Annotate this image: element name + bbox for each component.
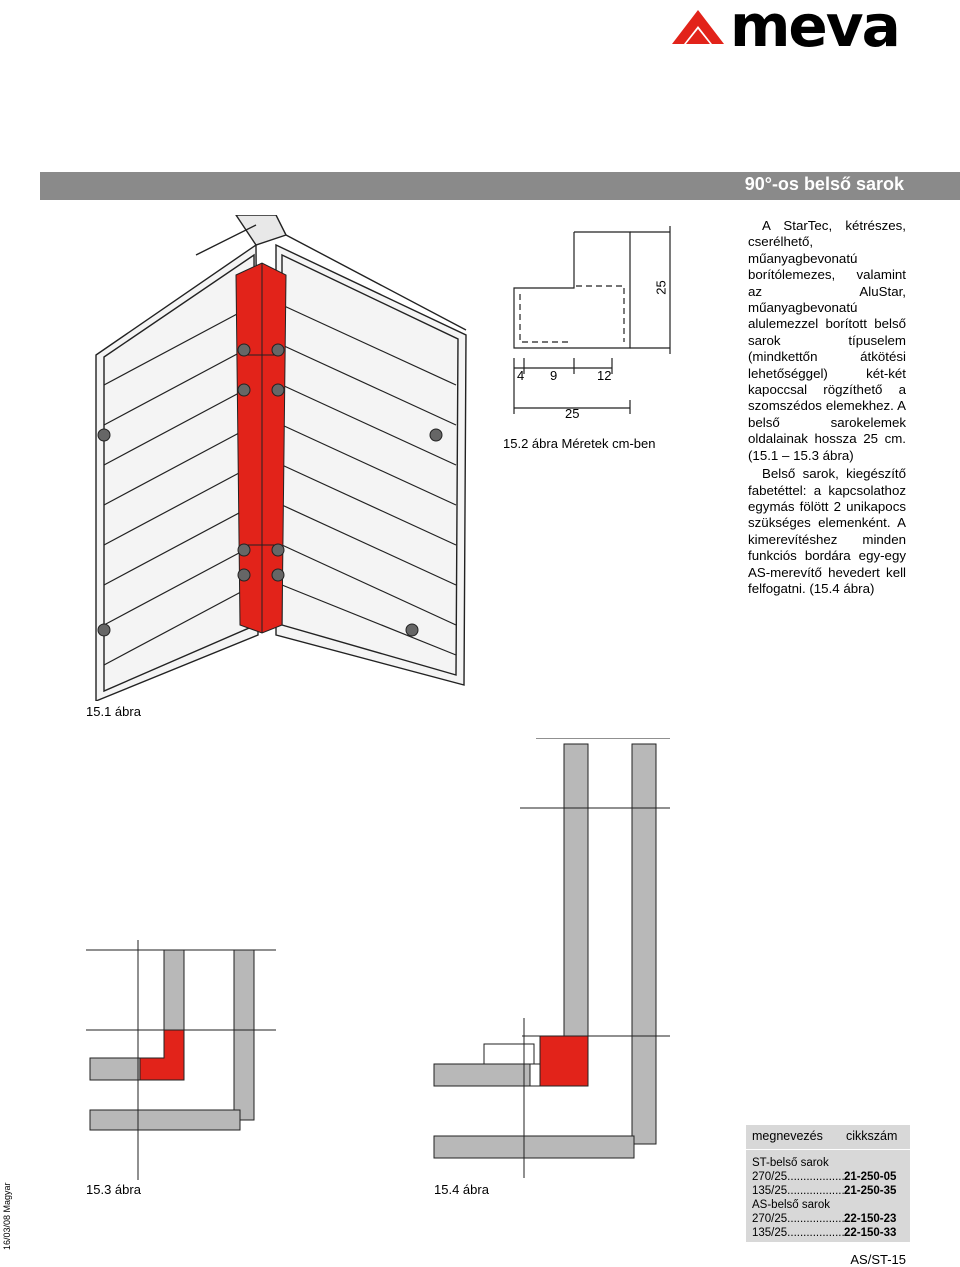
figure-15-1-drawing [95, 215, 467, 701]
group-as: AS-belső sarok [752, 1199, 830, 1211]
parts-table-header: megnevezés cikkszám [746, 1125, 910, 1149]
side-code: 16/03/08 Magyar [2, 1182, 12, 1250]
dim-25-vertical: 25 [653, 280, 669, 295]
section-title: 90°-os belső sarok [744, 174, 904, 194]
row-name: 135/25.......................... [752, 1227, 846, 1239]
dim-9: 9 [550, 368, 558, 383]
paragraph-1: A StarTec, kétrészes, cserélhető, műanya… [748, 218, 906, 463]
meva-logo [672, 10, 724, 44]
col-name-header: megnevezés [752, 1129, 823, 1143]
parts-table: ST-belső sarok 270/25...................… [746, 1150, 910, 1242]
page-number: AS/ST-15 [850, 1252, 906, 1267]
body-text: A StarTec, kétrészes, cserélhető, műanya… [748, 218, 906, 599]
row-name: 270/25.......................... [752, 1171, 846, 1183]
figure-15-3-drawing [86, 940, 276, 1180]
row-name: 135/25.......................... [752, 1185, 846, 1197]
figure-15-2-drawing [513, 226, 671, 414]
dim-25-horizontal: 25 [565, 406, 580, 421]
figure-15-3-caption: 15.3 ábra [86, 1182, 141, 1197]
section-title-bar: 90°-os belső sarok [40, 172, 960, 200]
figure-15-4-caption: 15.4 ábra [434, 1182, 489, 1197]
dim-12: 12 [597, 368, 612, 383]
figure-15-1-caption: 15.1 ábra [86, 704, 141, 719]
group-st: ST-belső sarok [752, 1157, 829, 1169]
row-code: 22-150-23 [844, 1213, 897, 1225]
row-code: 21-250-05 [844, 1171, 897, 1183]
row-code: 22-150-33 [844, 1227, 897, 1239]
row-code: 21-250-35 [844, 1185, 897, 1197]
row-name: 270/25.......................... [752, 1213, 846, 1225]
figure-15-2-caption: 15.2 ábra Méretek cm-ben [503, 436, 656, 451]
paragraph-2: Belső sarok, kiegészítő fabetéttel: a ka… [748, 466, 906, 596]
logo-arrow-icon [672, 10, 724, 44]
figure-15-4-drawing [433, 738, 670, 1178]
col-code-header: cikkszám [846, 1129, 898, 1143]
logo-text: meva [730, 0, 901, 60]
dim-4: 4 [517, 368, 525, 383]
